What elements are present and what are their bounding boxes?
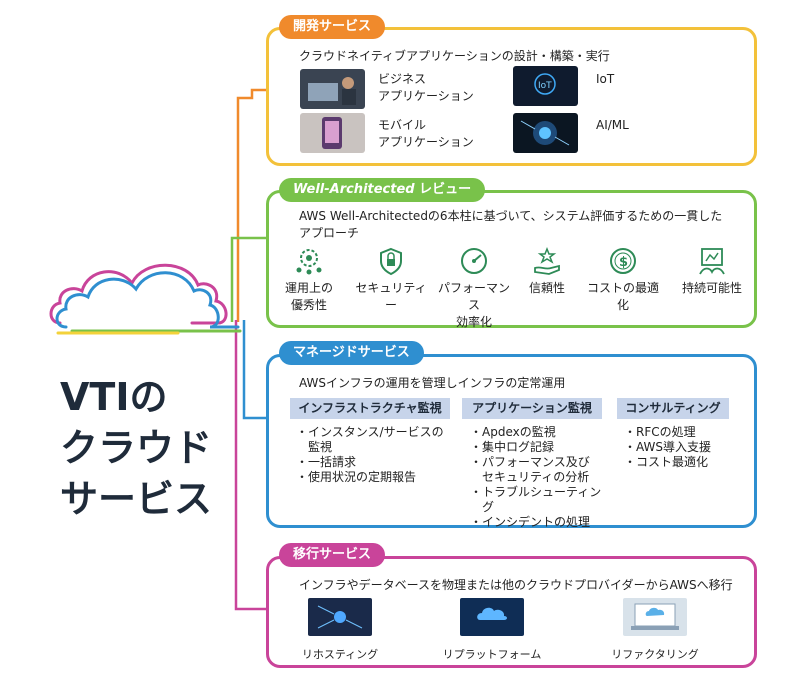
wa-item-operational: 運用上の優秀性 — [268, 246, 350, 314]
cloud-logo — [49, 263, 242, 335]
wa-item-security: セキュリティー — [350, 246, 432, 314]
dev-services-pill: 開発サービス — [279, 15, 386, 39]
dev-item-ai: AI/ML — [596, 118, 629, 132]
col-head-consulting: コンサルティング — [617, 398, 729, 419]
wa-item-reliability: 信頼性 — [506, 246, 588, 297]
managed-pill: マネージドサービス — [279, 341, 424, 365]
col-head-infra: インフラストラクチャ監視 — [290, 398, 450, 419]
migration-desc: インフラやデータベースを物理または他のクラウドプロバイダーからAWSへ移行 — [299, 578, 733, 592]
list-item: 監視 — [296, 440, 333, 454]
dev-item-business: ビジネスアプリケーション — [378, 72, 474, 103]
iot-photo: IoT — [513, 66, 578, 106]
cloud-stroke-magenta — [49, 263, 228, 325]
managed-desc: AWSインフラの運用を管理しインフラの定常運用 — [299, 376, 566, 390]
col-head-app: アプリケーション監視 — [462, 398, 602, 419]
list-item: ・トラブルシューティング — [470, 485, 602, 514]
list-item: ・使用状況の定期報告 — [296, 470, 417, 484]
list-item: ・RFCの処理 — [624, 425, 696, 439]
list-item: ・パフォーマンス及び — [470, 455, 590, 469]
business-photo — [300, 69, 365, 109]
list-item: ・コスト最適化 — [624, 455, 709, 469]
lock-icon — [380, 247, 402, 276]
wa-desc: AWS Well-Architectedの6本柱に基づいて、システム評価するため… — [299, 209, 723, 240]
main-title-line-2: クラウド — [60, 426, 213, 470]
main-title-line-1: VTIの — [60, 375, 168, 419]
connector-green — [230, 236, 268, 322]
speed-icon — [461, 248, 487, 274]
wa-pill: Well-Architected レビュー — [279, 178, 486, 202]
wa-item-performance: パフォーマンス効率化 — [433, 246, 515, 331]
managed-box — [266, 354, 757, 528]
list-item: ・Apdexの監視 — [470, 425, 556, 439]
rehosting-photo — [308, 598, 372, 636]
migration-item-rehosting: リホスティング — [285, 598, 395, 662]
col-items-app: ・Apdexの監視 ・集中ログ記録 ・パフォーマンス及び セキュリティの分析 ・… — [470, 425, 610, 530]
connector-blue — [242, 320, 268, 420]
list-item: ・インシデントの処理 — [470, 515, 591, 529]
cloud-stroke-blue — [55, 271, 240, 329]
list-item: ・一括請求 — [296, 455, 357, 469]
hand-star-icon — [534, 246, 560, 275]
migration-item-refactoring: リファクタリング — [600, 598, 710, 662]
wa-box — [266, 190, 757, 328]
main-title: VTIの クラウド サービス — [60, 372, 250, 525]
dollar-icon: $ — [610, 248, 636, 274]
dev-services-desc: クラウドネイティブアプリケーションの設計・構築・実行 — [299, 49, 610, 63]
col-items-consulting: ・RFCの処理 ・AWS導入支援 ・コスト最適化 — [624, 425, 744, 470]
dev-item-mobile: モバイルアプリケーション — [378, 118, 474, 149]
svg-text:$: $ — [619, 255, 628, 270]
connector-orange — [236, 88, 268, 322]
list-item: ・AWS導入支援 — [624, 440, 712, 454]
sustainability-icon — [699, 248, 725, 275]
ai-photo — [513, 113, 578, 153]
col-items-infra: ・インスタンス/サービスの 監視 ・一括請求 ・使用状況の定期報告 — [296, 425, 456, 485]
list-item: セキュリティの分析 — [470, 470, 590, 484]
svg-text:IoT: IoT — [538, 81, 552, 91]
list-item: ・インスタンス/サービスの — [296, 425, 444, 439]
mobile-photo — [300, 113, 365, 153]
replatform-photo — [460, 598, 524, 636]
gear-people-icon — [296, 249, 322, 275]
wa-item-sustainability: 持続可能性 — [671, 246, 753, 297]
migration-item-replatform: リプラットフォーム — [437, 598, 547, 662]
migration-pill: 移行サービス — [279, 543, 386, 567]
dev-item-iot: IoT — [596, 72, 615, 86]
list-item: ・集中ログ記録 — [470, 440, 555, 454]
connector-magenta — [234, 320, 268, 611]
main-title-line-3: サービス — [60, 477, 213, 521]
refactoring-photo — [623, 598, 687, 636]
wa-item-cost: $ コストの最適化 — [582, 246, 664, 314]
